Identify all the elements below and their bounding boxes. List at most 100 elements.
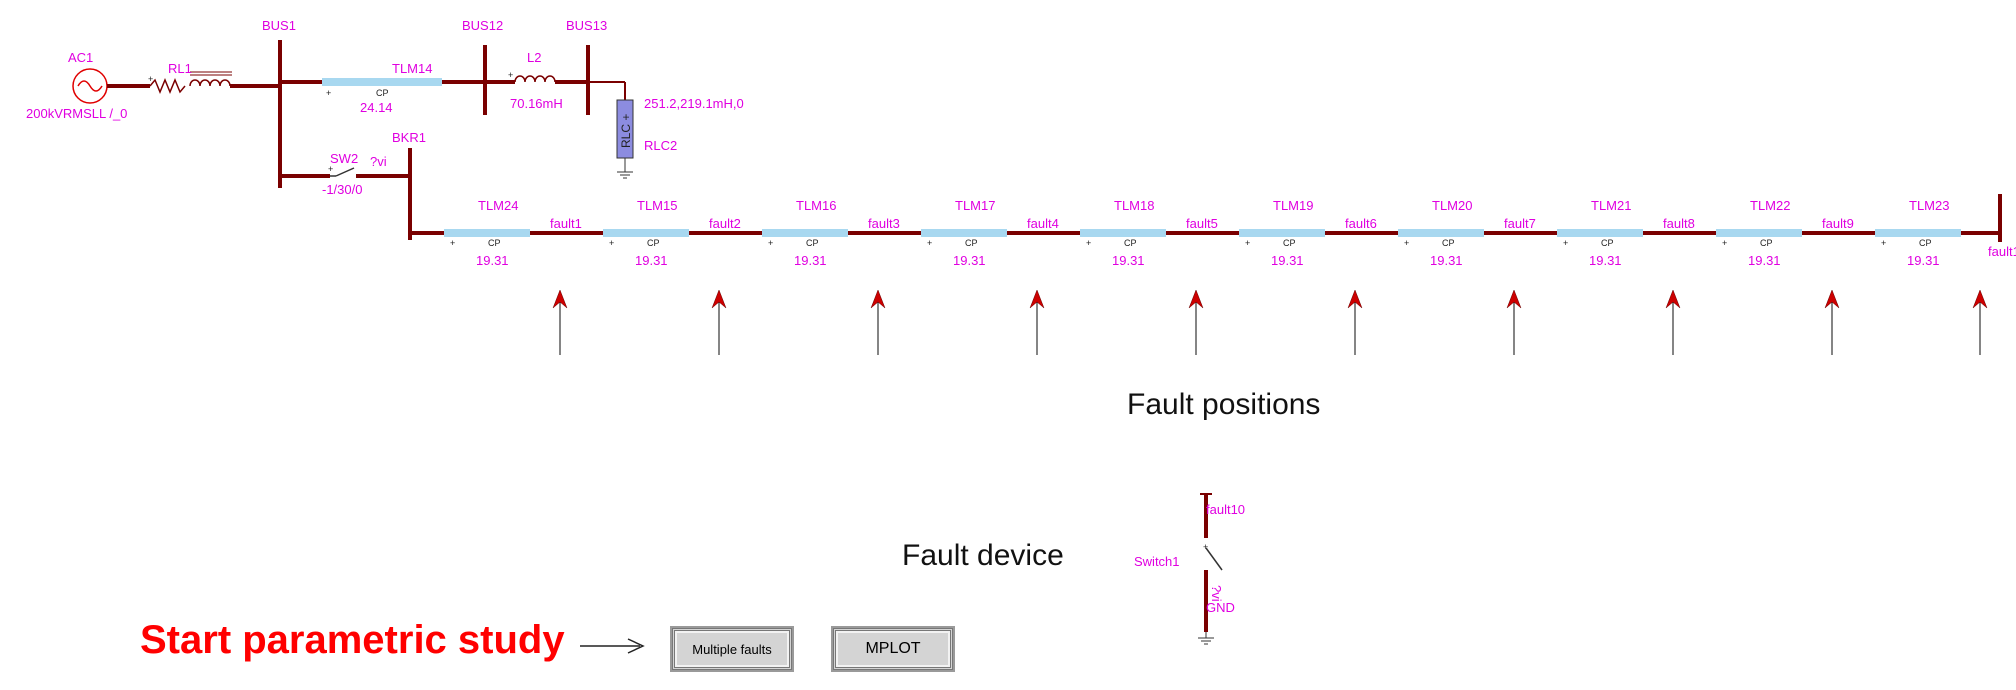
fault-device-top-label: fault10 bbox=[1206, 502, 1245, 517]
ac-source-icon[interactable] bbox=[72, 68, 108, 104]
switch1-vi-label: ?vi bbox=[1209, 585, 1224, 602]
tlm-label: TLM22 bbox=[1750, 198, 1790, 213]
tlm-line[interactable] bbox=[1080, 229, 1166, 237]
fault-arrow-head bbox=[870, 289, 886, 309]
tlm-value: 19.31 bbox=[1589, 253, 1622, 268]
plus-sign: + bbox=[1086, 238, 1091, 248]
bus12-label: BUS12 bbox=[462, 18, 503, 33]
tlm-value: 19.31 bbox=[1748, 253, 1781, 268]
fault-arrow-head bbox=[711, 289, 727, 309]
gnd-label: GND bbox=[1206, 600, 1235, 615]
tlm-line[interactable] bbox=[1716, 229, 1802, 237]
tlm-value: 19.31 bbox=[1112, 253, 1145, 268]
sw2-switch-icon[interactable] bbox=[330, 167, 355, 177]
fault-arrow-head bbox=[1972, 289, 1988, 309]
fault-arrow-head bbox=[1824, 289, 1840, 309]
tlm14-line[interactable] bbox=[322, 78, 442, 86]
tlm-label: TLM15 bbox=[637, 198, 677, 213]
start-parametric-study-title: Start parametric study bbox=[140, 618, 565, 662]
tlm-label: TLM21 bbox=[1591, 198, 1631, 213]
tlm-value: 19.31 bbox=[953, 253, 986, 268]
end-fault-label: fault10 bbox=[1988, 244, 2016, 259]
rlc2-value: 251.2,219.1mH,0 bbox=[644, 96, 744, 111]
bkr1-label: BKR1 bbox=[392, 130, 426, 145]
fault-arrow-head bbox=[552, 289, 568, 309]
tlm-label: TLM20 bbox=[1432, 198, 1472, 213]
tlm14-cp: CP bbox=[376, 88, 389, 98]
plus-sign: + bbox=[1404, 238, 1409, 248]
fault-label: fault8 bbox=[1663, 216, 1695, 231]
tlm-label: TLM18 bbox=[1114, 198, 1154, 213]
tlm-line[interactable] bbox=[444, 229, 530, 237]
plus-sign: + bbox=[326, 88, 331, 98]
tlm-value: 19.31 bbox=[794, 253, 827, 268]
fault-label: fault7 bbox=[1504, 216, 1536, 231]
tlm-cp: CP bbox=[806, 238, 819, 248]
tlm-line[interactable] bbox=[1398, 229, 1484, 237]
fault-arrow-head bbox=[1506, 289, 1522, 309]
tlm-line[interactable] bbox=[921, 229, 1007, 237]
tlm-cp: CP bbox=[1601, 238, 1614, 248]
fault-arrow-head bbox=[1029, 289, 1045, 309]
tlm-value: 19.31 bbox=[1907, 253, 1940, 268]
tlm-value: 19.31 bbox=[1271, 253, 1304, 268]
tlm-label: TLM19 bbox=[1273, 198, 1313, 213]
tlm14-value: 24.14 bbox=[360, 100, 393, 115]
l2-inductor-icon[interactable] bbox=[514, 75, 556, 83]
plus-sign: + bbox=[768, 238, 773, 248]
multiple-faults-button[interactable]: Multiple faults bbox=[672, 628, 792, 670]
start-arrow-head bbox=[627, 638, 645, 654]
plus-sign: + bbox=[328, 164, 333, 174]
ground-icon bbox=[617, 171, 633, 179]
transmission-line-chain: TLM24 + CP 19.31 fault1 TLM15 + CP 19.31 fault2 TL… bbox=[410, 198, 2000, 268]
plus-sign: + bbox=[1722, 238, 1727, 248]
fault-label: fault4 bbox=[1027, 216, 1059, 231]
fault-arrows bbox=[552, 289, 1988, 355]
tlm-cp: CP bbox=[1760, 238, 1773, 248]
plus-sign: + bbox=[927, 238, 932, 248]
sw2-value: -1/30/0 bbox=[322, 182, 362, 197]
sw2-vi: ?vi bbox=[370, 154, 387, 169]
fault-arrow-head bbox=[1665, 289, 1681, 309]
sw2-label: SW2 bbox=[330, 151, 358, 166]
tlm-cp: CP bbox=[647, 238, 660, 248]
tlm-label: TLM17 bbox=[955, 198, 995, 213]
tlm-line[interactable] bbox=[1557, 229, 1643, 237]
fault-label: fault3 bbox=[868, 216, 900, 231]
l2-value: 70.16mH bbox=[510, 96, 563, 111]
tlm-label: TLM24 bbox=[478, 198, 518, 213]
bus13-label: BUS13 bbox=[566, 18, 607, 33]
l2-label: L2 bbox=[527, 50, 541, 65]
tlm-line[interactable] bbox=[762, 229, 848, 237]
tlm-value: 19.31 bbox=[1430, 253, 1463, 268]
rl1-icon[interactable] bbox=[149, 71, 232, 94]
fault-label: fault1 bbox=[550, 216, 582, 231]
tlm-cp: CP bbox=[1283, 238, 1296, 248]
fault-label: fault2 bbox=[709, 216, 741, 231]
tlm-line[interactable] bbox=[603, 229, 689, 237]
plus-sign: + bbox=[508, 70, 513, 80]
tlm-line[interactable] bbox=[1239, 229, 1325, 237]
fault-label: fault9 bbox=[1822, 216, 1854, 231]
switch1-label: Switch1 bbox=[1134, 554, 1180, 569]
fault-device-label: Fault device bbox=[902, 539, 1064, 572]
rlc2-label: RLC2 bbox=[644, 138, 677, 153]
mplot-button[interactable]: MPLOT bbox=[833, 628, 953, 670]
tlm-label: TLM16 bbox=[796, 198, 836, 213]
tlm-cp: CP bbox=[1442, 238, 1455, 248]
plus-sign: + bbox=[1245, 238, 1250, 248]
rlc2-box-label: RLC + bbox=[619, 114, 633, 148]
tlm-label: TLM23 bbox=[1909, 198, 1949, 213]
plus-sign: + bbox=[1203, 542, 1208, 552]
tlm-line[interactable] bbox=[1875, 229, 1961, 237]
fault-device[interactable] bbox=[1198, 493, 1223, 645]
fault-arrow-head bbox=[1188, 289, 1204, 309]
bus1-label: BUS1 bbox=[262, 18, 296, 33]
rl1-label: RL1 bbox=[168, 61, 192, 76]
plus-sign: + bbox=[450, 238, 455, 248]
fault-label: fault6 bbox=[1345, 216, 1377, 231]
fault-positions-label: Fault positions bbox=[1127, 388, 1320, 421]
switch1-icon[interactable] bbox=[1205, 547, 1223, 571]
plus-sign: + bbox=[1881, 238, 1886, 248]
